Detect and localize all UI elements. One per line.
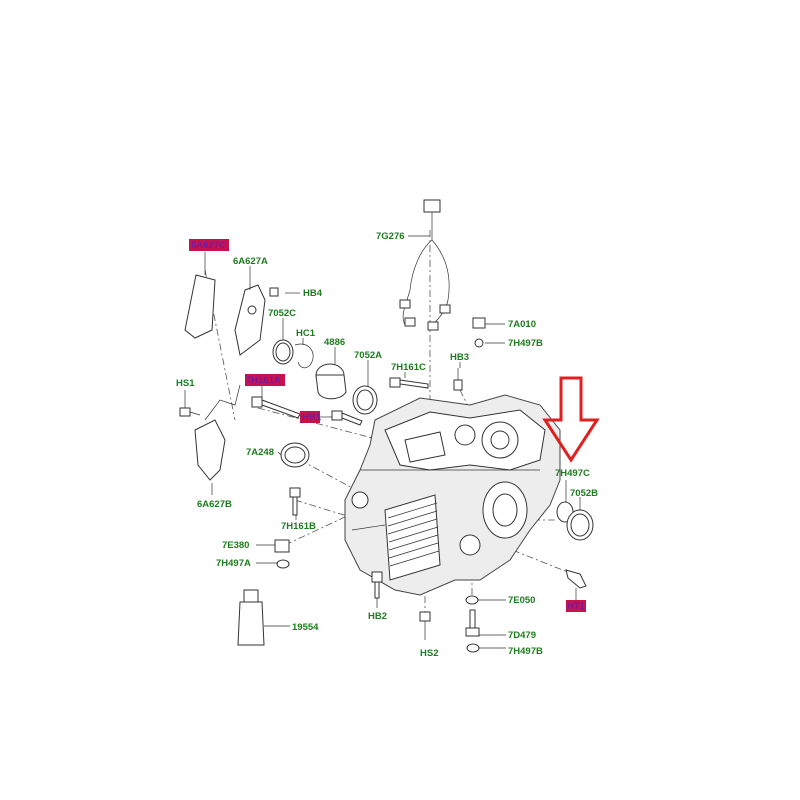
bolt-hb3 <box>453 368 463 391</box>
label-7e380: 7E380 <box>222 540 249 551</box>
plug-7a010 <box>472 317 486 348</box>
heat-shield-6a627b <box>194 384 241 481</box>
label-6a627c: 6A627C <box>191 240 226 251</box>
bolt-7h161a <box>251 396 301 419</box>
highlight-6a627c <box>189 239 229 251</box>
label-6a627b: 6A627B <box>197 499 232 510</box>
red-callout-arrow <box>542 376 600 463</box>
fluid-bottle-19554 <box>237 589 265 646</box>
label-19554: 19554 <box>292 622 319 633</box>
seals-and-rings <box>272 339 594 541</box>
label-7a248: 7A248 <box>246 447 274 458</box>
bracket-6a627c <box>184 274 216 339</box>
label-7h497a: 7H497A <box>216 558 251 569</box>
label-hs2: HS2 <box>420 648 438 659</box>
leader-lines <box>184 235 581 649</box>
bracket-6a627a <box>234 284 279 356</box>
label-7e050: 7E050 <box>508 595 535 606</box>
label-7a010: 7A010 <box>508 319 536 330</box>
highlight-hb1 <box>300 411 320 423</box>
label-7h497b-top: 7H497B <box>508 338 543 349</box>
label-7g276: 7G276 <box>376 231 405 242</box>
crop-mask <box>0 656 800 800</box>
wiring-harness <box>399 199 451 331</box>
bolt-hb2 <box>371 571 383 599</box>
label-hb4: HB4 <box>303 288 323 299</box>
label-7h161a: 7H161A <box>246 375 281 386</box>
label-4886: 4886 <box>324 337 345 348</box>
highlight-ht1 <box>566 600 586 612</box>
label-7052a: 7052A <box>354 350 382 361</box>
label-7h161c: 7H161C <box>391 362 426 373</box>
label-7052c: 7052C <box>268 308 296 319</box>
bolt-hs1 <box>179 407 201 417</box>
fasteners <box>179 317 587 653</box>
label-highlights <box>189 239 586 612</box>
label-hs1: HS1 <box>176 378 195 389</box>
plug-7e050 <box>465 595 479 605</box>
label-hb2: HB2 <box>368 611 387 622</box>
drain-7d479 <box>465 609 480 653</box>
label-hb3: HB3 <box>450 352 469 363</box>
label-7h497c: 7H497C <box>555 468 590 479</box>
highlight-7h161a <box>245 374 285 386</box>
label-6a627a: 6A627A <box>233 256 268 267</box>
label-7052b: 7052B <box>570 488 598 499</box>
bolt-ht1 <box>565 569 587 589</box>
label-hc1: HC1 <box>296 328 316 339</box>
label-ht1: HT1 <box>567 601 586 612</box>
part-labels: 6A627C 6A627A HB4 7052C HC1 4886 7052A 7… <box>176 231 598 659</box>
bolt-7h161b <box>289 487 301 516</box>
cooler-fins <box>387 502 440 567</box>
label-hb1: HB1 <box>302 412 322 423</box>
bolt-hs2 <box>419 611 431 640</box>
plug-7e380 <box>274 539 290 569</box>
bolt-7h161c <box>389 377 429 389</box>
down-arrow-icon <box>542 376 600 463</box>
transmission-housing <box>344 394 561 596</box>
bolt-hb1 <box>331 410 363 426</box>
label-7h497b-bottom: 7H497B <box>508 646 543 657</box>
label-7h161b: 7H161B <box>281 521 316 532</box>
label-7d479: 7D479 <box>508 630 536 641</box>
sleeve-4886 <box>315 363 347 400</box>
